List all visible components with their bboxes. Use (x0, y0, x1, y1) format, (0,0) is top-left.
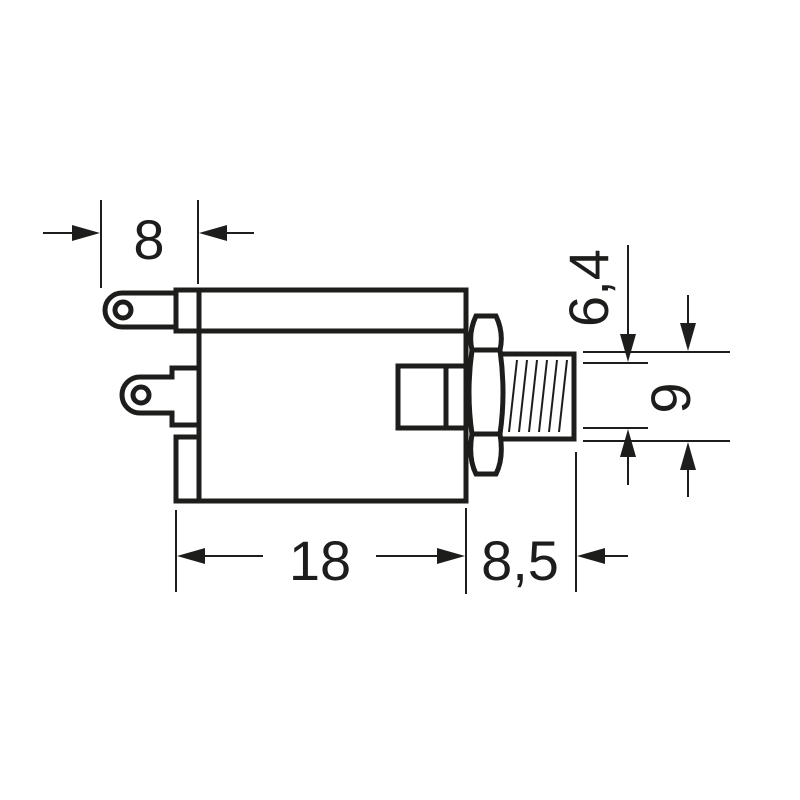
dimension-bushing-length: 8,5 (481, 529, 628, 592)
dimension-label-8: 8 (133, 208, 164, 271)
threaded-bushing (502, 351, 577, 442)
dimension-thread-diameter: 9 (583, 295, 730, 497)
dimension-label-9: 9 (639, 382, 702, 413)
plunger-block (395, 363, 469, 431)
dimension-bore-diameter: 6,4 (557, 245, 648, 485)
dimension-terminal-width: 8 (43, 200, 254, 288)
dimension-body-length: 18 (175, 452, 577, 594)
housing-outline (196, 287, 469, 504)
nut-outline (466, 313, 506, 477)
dimension-label-8-5: 8,5 (481, 529, 559, 592)
bushing-outline (502, 351, 577, 442)
thread-lines (508, 359, 568, 433)
dimension-label-6-4: 6,4 (557, 249, 620, 327)
terminal-middle (119, 365, 199, 428)
left-flange-bottom (173, 434, 199, 504)
jack-body (173, 287, 469, 504)
dimension-label-18: 18 (289, 529, 351, 592)
left-flange-top (173, 287, 199, 334)
terminal-top (102, 290, 176, 330)
terminal-middle-hole (130, 384, 152, 406)
terminals (102, 290, 199, 428)
terminal-top-hole (112, 299, 134, 321)
mounting-nut (466, 313, 506, 477)
